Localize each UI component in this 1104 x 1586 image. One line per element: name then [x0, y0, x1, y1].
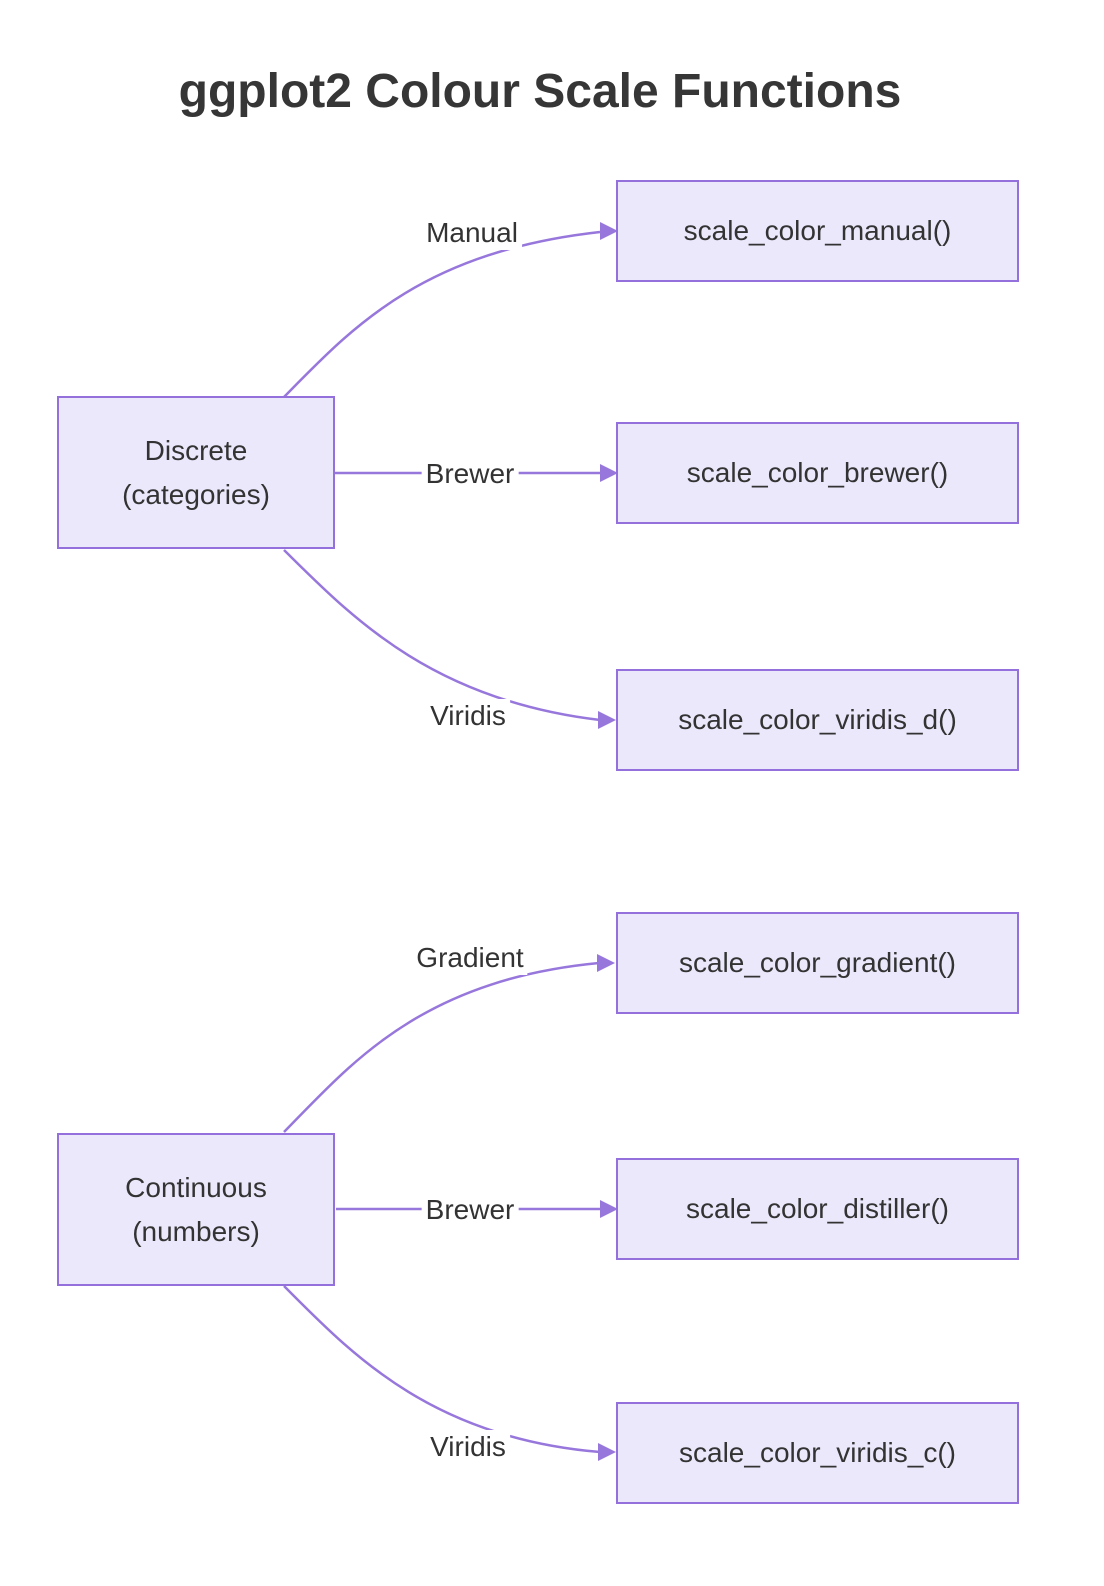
arrowhead-gradient-icon	[597, 954, 615, 972]
edge-viridis-discrete	[283, 549, 601, 722]
edge-label-manual: Manual	[422, 216, 522, 250]
node-scale-color-viridis-d-label: scale_color_viridis_d()	[678, 704, 957, 735]
diagram-title: ggplot2 Colour Scale Functions	[178, 65, 902, 118]
edge-label-viridis-continuous: Viridis	[426, 1430, 510, 1464]
node-scale-color-manual: scale_color_manual()	[616, 180, 1019, 282]
node-scale-color-gradient: scale_color_gradient()	[616, 912, 1019, 1014]
node-scale-color-brewer-label: scale_color_brewer()	[686, 457, 949, 488]
edge-label-viridis-discrete: Viridis	[426, 699, 510, 733]
node-scale-color-distiller-label: scale_color_distiller()	[686, 1193, 949, 1224]
node-continuous-line1: Continuous	[125, 1171, 267, 1203]
node-scale-color-distiller: scale_color_distiller()	[616, 1158, 1019, 1260]
node-scale-color-brewer: scale_color_brewer()	[616, 422, 1019, 524]
node-discrete-line1: Discrete	[144, 434, 248, 466]
edge-viridis-continuous	[283, 1285, 601, 1454]
arrowhead-viridis-continuous-icon	[598, 1443, 616, 1461]
node-discrete-line2: (categories)	[122, 478, 270, 510]
edge-label-brewer-continuous: Brewer	[421, 1193, 519, 1227]
arrowhead-brewer-continuous-icon	[600, 1200, 618, 1218]
arrowhead-viridis-discrete-icon	[598, 711, 616, 729]
node-continuous-line2: (numbers)	[132, 1215, 260, 1247]
node-scale-color-viridis-d: scale_color_viridis_d()	[616, 669, 1019, 771]
node-scale-color-gradient-label: scale_color_gradient()	[678, 947, 957, 978]
arrowhead-manual-icon	[600, 222, 618, 240]
node-discrete: Discrete (categories)	[57, 396, 335, 549]
edge-gradient	[283, 961, 600, 1133]
node-scale-color-manual-label: scale_color_manual()	[683, 215, 952, 246]
edge-label-gradient: Gradient	[412, 941, 528, 975]
node-continuous: Continuous (numbers)	[57, 1133, 335, 1286]
node-scale-color-viridis-c: scale_color_viridis_c()	[616, 1402, 1019, 1504]
edge-label-brewer-discrete: Brewer	[421, 457, 519, 491]
edge-manual	[283, 230, 601, 398]
node-scale-color-viridis-c-label: scale_color_viridis_c()	[679, 1437, 956, 1468]
arrowhead-brewer-discrete-icon	[600, 464, 618, 482]
